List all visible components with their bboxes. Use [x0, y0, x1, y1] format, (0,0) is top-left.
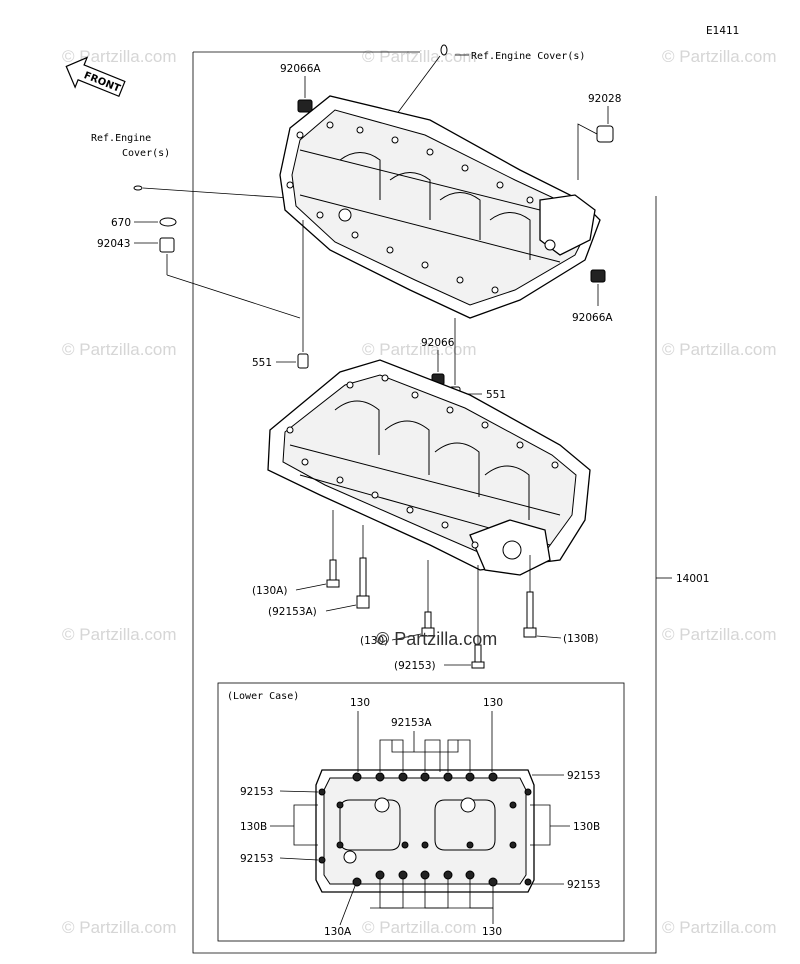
leader-label-130: [391, 633, 422, 641]
bolt-92153A-head: [356, 595, 370, 609]
leader-label-92153A: [325, 604, 357, 612]
label-92066A-right: 92066A: [572, 312, 613, 324]
ref-engine-cover-left-label-line1: Ref.Engine: [91, 133, 151, 144]
bolt-130B-head: [523, 627, 537, 638]
leader-130B-left-bracket: [293, 804, 318, 846]
watermark: © Partzilla.com: [62, 47, 177, 66]
leader-label-130A: [295, 583, 327, 591]
watermark: © Partzilla.com: [662, 340, 777, 359]
label-92028: 92028: [588, 93, 621, 105]
ref-left-dowel: [133, 185, 143, 191]
label-14001: 14001: [676, 573, 709, 585]
label-92153: (92153): [394, 660, 436, 672]
label-92066A-top: 92066A: [280, 63, 321, 75]
upper-crankcase: [279, 95, 601, 319]
assembly-frame: [192, 52, 657, 954]
leader-92153A-right-bracket: [447, 739, 471, 772]
bolt-92153-head: [471, 661, 485, 669]
plug-92066A-right: [590, 269, 606, 283]
label-92066: 92066: [421, 337, 455, 349]
bushing-92028: [596, 125, 614, 143]
leader-ref-left: [142, 187, 291, 199]
lower-crankcase: [267, 359, 591, 576]
bolt-130B: [526, 591, 534, 631]
watermark: © Partzilla.com: [62, 625, 177, 644]
detail-label-130-bottom: 130: [482, 926, 502, 938]
label-130A: (130A): [252, 585, 287, 597]
detail-label-92153-right-top: 92153: [567, 770, 600, 782]
bolt-130-head: [421, 627, 435, 637]
watermark: © Partzilla.com: [62, 918, 177, 937]
leader-130-top-mid: [424, 739, 441, 772]
bolt-130A-head: [326, 579, 340, 588]
bolts-group: [326, 510, 537, 669]
dowel-ref-top: [440, 44, 448, 56]
bolt-92153A: [359, 557, 367, 599]
bolt-130A: [329, 559, 337, 583]
detail-label-130-top-right: 130: [483, 697, 503, 709]
ref-engine-cover-top-label: Ref.Engine Cover(s): [471, 51, 585, 62]
oring-670: [159, 217, 177, 227]
watermark-layer: © Partzilla.com © Partzilla.com © Partzi…: [62, 47, 777, 937]
lower-case-bottom-view: [315, 769, 535, 893]
detail-label-130A: 130A: [324, 926, 352, 938]
detail-label-130-top-left: 130: [350, 697, 370, 709]
watermark: © Partzilla.com: [662, 918, 777, 937]
detail-label-92153-left-top: 92153: [240, 786, 273, 798]
leader-92028-in: [577, 123, 598, 180]
lower-case-detail-box: [217, 682, 625, 942]
dowel-551-left: [297, 353, 309, 369]
ref-engine-cover-left-label-line2: Cover(s): [122, 148, 170, 159]
label-551-right: 551: [486, 389, 506, 401]
lower-case-title: (Lower Case): [227, 691, 299, 702]
leader-92153-left-bottom: [279, 857, 319, 861]
leader-92153-left-top: [279, 790, 319, 793]
diagram-code: E1411: [706, 25, 739, 37]
label-130B: (130B): [563, 633, 598, 645]
center-watermark: © Partzilla.com: [376, 629, 497, 649]
watermark: © Partzilla.com: [662, 47, 777, 66]
detail-label-92153-right-bottom: 92153: [567, 879, 600, 891]
leader-92153A-left-bracket: [379, 739, 404, 772]
detail-label-130B-left: 130B: [240, 821, 267, 833]
leader-label-130B: [536, 635, 562, 639]
label-92153A: (92153A): [268, 606, 317, 618]
detail-label-92153A: 92153A: [391, 717, 432, 729]
label-130: (130): [360, 635, 388, 647]
detail-label-92153-left-bottom: 92153: [240, 853, 273, 865]
label-670: 670: [111, 217, 131, 229]
label-551-left: 551: [252, 357, 272, 369]
label-92043: 92043: [97, 238, 130, 250]
leader-92043-to-case: [166, 274, 301, 319]
leader-130A-bottom: [339, 885, 356, 926]
watermark: © Partzilla.com: [62, 340, 177, 359]
detail-label-130B-right: 130B: [573, 821, 600, 833]
pin-92043: [159, 237, 175, 253]
watermark: © Partzilla.com: [362, 340, 477, 359]
watermark: © Partzilla.com: [662, 625, 777, 644]
plug-92066A-top: [297, 99, 313, 113]
watermark: © Partzilla.com: [362, 47, 477, 66]
bolt-130: [424, 611, 432, 631]
leader-130B-right-bracket: [530, 804, 551, 846]
watermark: © Partzilla.com: [362, 918, 477, 937]
